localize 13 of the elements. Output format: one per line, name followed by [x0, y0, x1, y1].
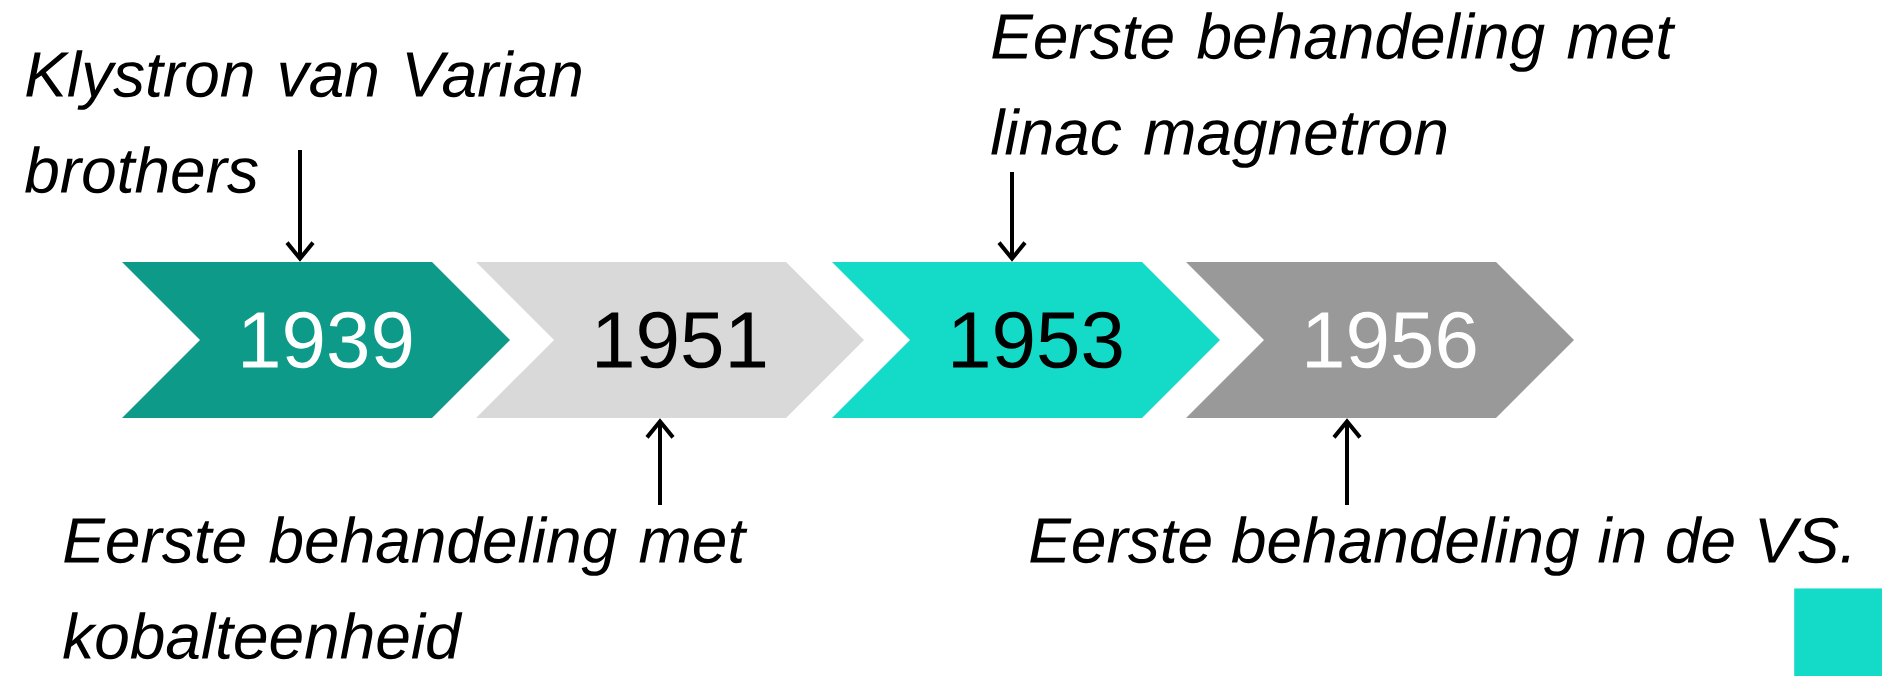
annotation-text: Klystron van Varian brothers	[25, 50, 581, 194]
arrow	[1332, 418, 1362, 505]
arrow	[997, 172, 1027, 262]
year-banner: 1951	[476, 262, 864, 418]
annotation-text: Eerste behandeling in de VS.	[1030, 516, 1850, 576]
square-block	[1794, 588, 1882, 676]
arrow	[645, 418, 675, 505]
year-banner: 1956	[1186, 262, 1574, 418]
year-banner: 1953	[832, 262, 1220, 418]
arrow	[285, 150, 315, 262]
year-banner: 1939	[122, 262, 510, 418]
annotation-text: Eerste behandeling met linac magnetron	[991, 12, 1676, 168]
annotation-text: Eerste behandeling met kobalteenheid	[63, 516, 748, 660]
